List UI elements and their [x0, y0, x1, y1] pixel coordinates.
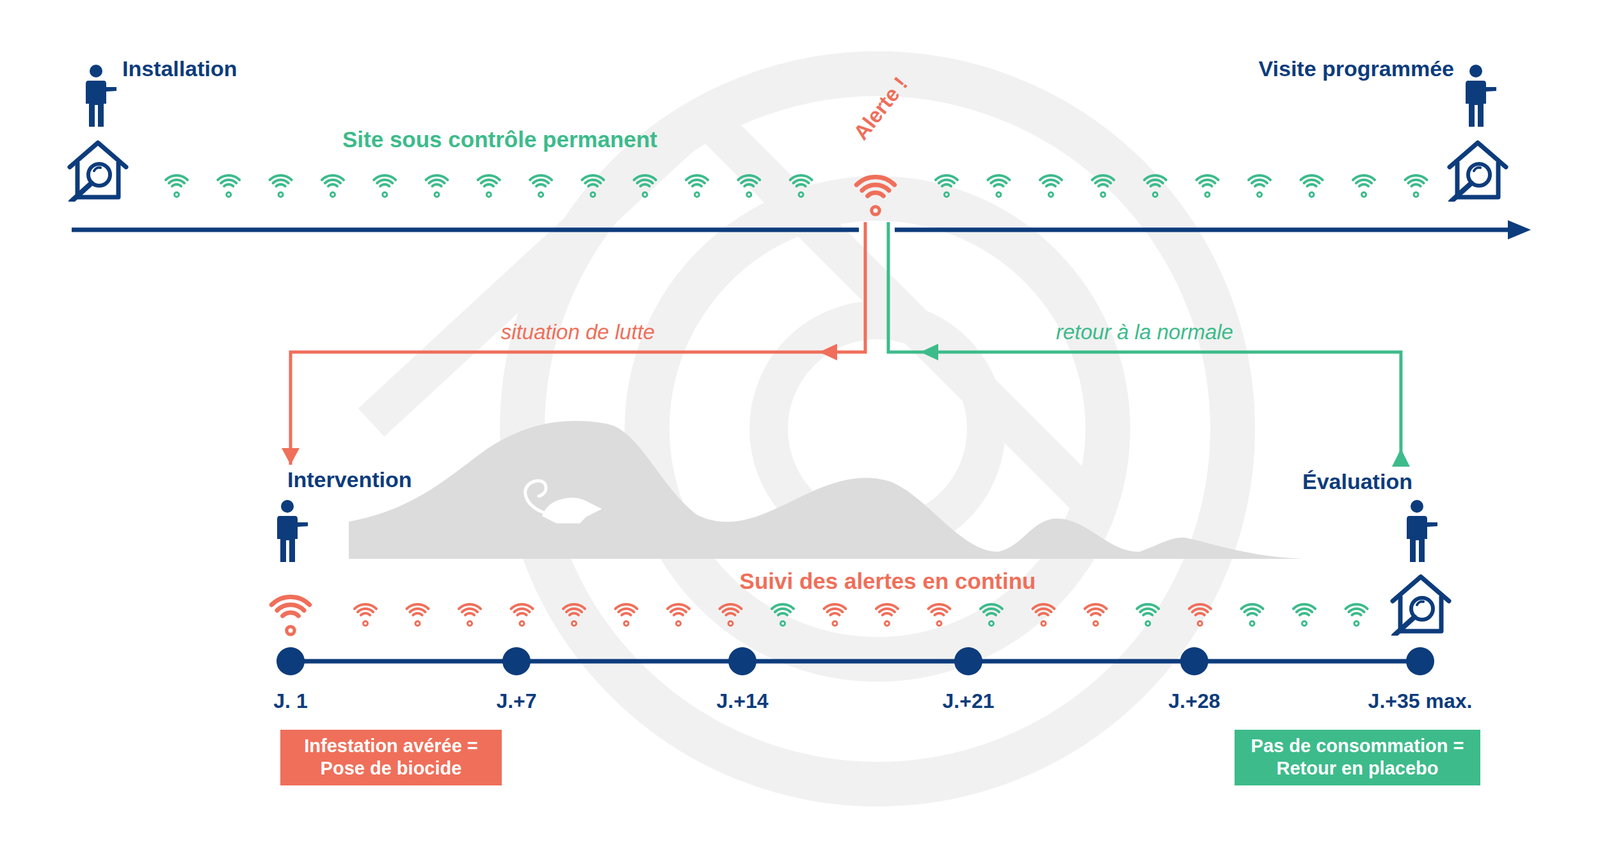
- step-label: Intervention: [287, 467, 413, 493]
- wifi-icon: [511, 604, 534, 626]
- person-icon: [1406, 499, 1438, 562]
- timeline: [894, 227, 1514, 233]
- wifi-icon: [1248, 175, 1271, 197]
- day-label: J.+28: [1168, 689, 1221, 713]
- wifi-icon: [1040, 175, 1062, 197]
- node-text: Évaluation: [1302, 469, 1413, 495]
- day-label: J.+7: [496, 689, 537, 713]
- day-label: J.+14: [716, 689, 769, 713]
- node-text: Infestation avérée = Pose de biocide: [291, 734, 491, 781]
- person-icon: [1465, 64, 1497, 127]
- wifi-icon: [988, 175, 1010, 197]
- step-label: Visite programmée: [1258, 56, 1455, 82]
- flow-connector: [888, 222, 1410, 467]
- wifi-icon: [407, 604, 429, 626]
- wifi-icon: [1144, 175, 1167, 197]
- timeline-arrowhead: [1507, 220, 1531, 240]
- alert-node: Alerte !: [846, 96, 908, 221]
- wifi-icon: [1241, 604, 1264, 626]
- house-icon: [1392, 576, 1449, 636]
- flow-connector: [281, 222, 866, 465]
- wifi-icon: [478, 175, 500, 197]
- wifi-icon: [458, 604, 481, 626]
- wifi-icon: [563, 604, 585, 626]
- wifi-icon: [1352, 175, 1375, 197]
- wifi-icon: [1301, 175, 1323, 197]
- connector-label: situation de lutte: [497, 320, 659, 351]
- wifi-icon: [634, 175, 656, 197]
- wifi-icon: [790, 175, 813, 197]
- timeline: [290, 659, 1421, 664]
- wifi-icon: [165, 175, 188, 197]
- wifi-icon: [1189, 604, 1211, 626]
- day-label: J.+35 max.: [1368, 689, 1473, 713]
- wifi-icon: [771, 604, 794, 626]
- day-label: J.+21: [942, 689, 995, 713]
- house-icon: [1449, 142, 1506, 202]
- wifi-icon: [686, 175, 708, 197]
- house-icon: [69, 142, 127, 202]
- wifi-icon: [824, 604, 847, 626]
- status-box: Pas de consommation = Retour en placebo: [1234, 729, 1481, 786]
- wifi-icons: [165, 175, 1427, 635]
- wifi-icon: [581, 175, 604, 197]
- wifi-icon: [217, 175, 240, 197]
- day-label: J. 1: [273, 689, 308, 713]
- status-caption: Suivi des alertes en continu: [739, 568, 1037, 594]
- step-label: Évaluation: [1302, 469, 1413, 495]
- wifi-icon: [1345, 604, 1368, 626]
- wifi-icon: [737, 175, 760, 197]
- wifi-icon: [928, 604, 951, 626]
- step-label: Installation: [122, 56, 237, 82]
- person-icon: [85, 64, 117, 127]
- wifi-icon: [720, 604, 742, 626]
- rat-icon: [525, 480, 599, 522]
- wifi-icon: [667, 604, 690, 626]
- wifi-icon: [980, 604, 1003, 626]
- wifi-icon: [876, 604, 898, 626]
- wifi-icon: [529, 175, 552, 197]
- status-box: Infestation avérée = Pose de biocide: [280, 729, 502, 786]
- timeline: [71, 227, 859, 233]
- watermark: [371, 73, 1233, 784]
- wifi-icon: [1092, 175, 1115, 197]
- node-text: Installation: [122, 56, 237, 82]
- wifi-icon: [615, 604, 638, 626]
- node-text: Intervention: [287, 467, 413, 493]
- wifi-icon: [856, 177, 895, 216]
- wifi-icon: [354, 604, 377, 626]
- connector-label: retour à la normale: [1052, 320, 1238, 351]
- status-caption: Site sous contrôle permanent: [342, 126, 658, 153]
- node-text: Visite programmée: [1258, 56, 1455, 82]
- wifi-icon: [1032, 604, 1055, 626]
- wifi-icon: [271, 597, 310, 635]
- wifi-icon: [1137, 604, 1160, 626]
- wifi-icon: [1293, 604, 1316, 626]
- person-icon: [277, 499, 308, 562]
- wifi-icon: [1405, 175, 1428, 197]
- wifi-icon: [1196, 175, 1219, 197]
- wifi-icon: [1084, 604, 1107, 626]
- wifi-icon: [270, 175, 292, 197]
- wifi-icon: [935, 175, 958, 197]
- wifi-icon: [321, 175, 344, 197]
- wifi-icon: [373, 175, 396, 197]
- node-text: Pas de consommation = Retour en placebo: [1246, 734, 1469, 781]
- infestation-curve: [348, 421, 1306, 559]
- wifi-icon: [426, 175, 448, 197]
- timeline-dots: [276, 647, 1435, 676]
